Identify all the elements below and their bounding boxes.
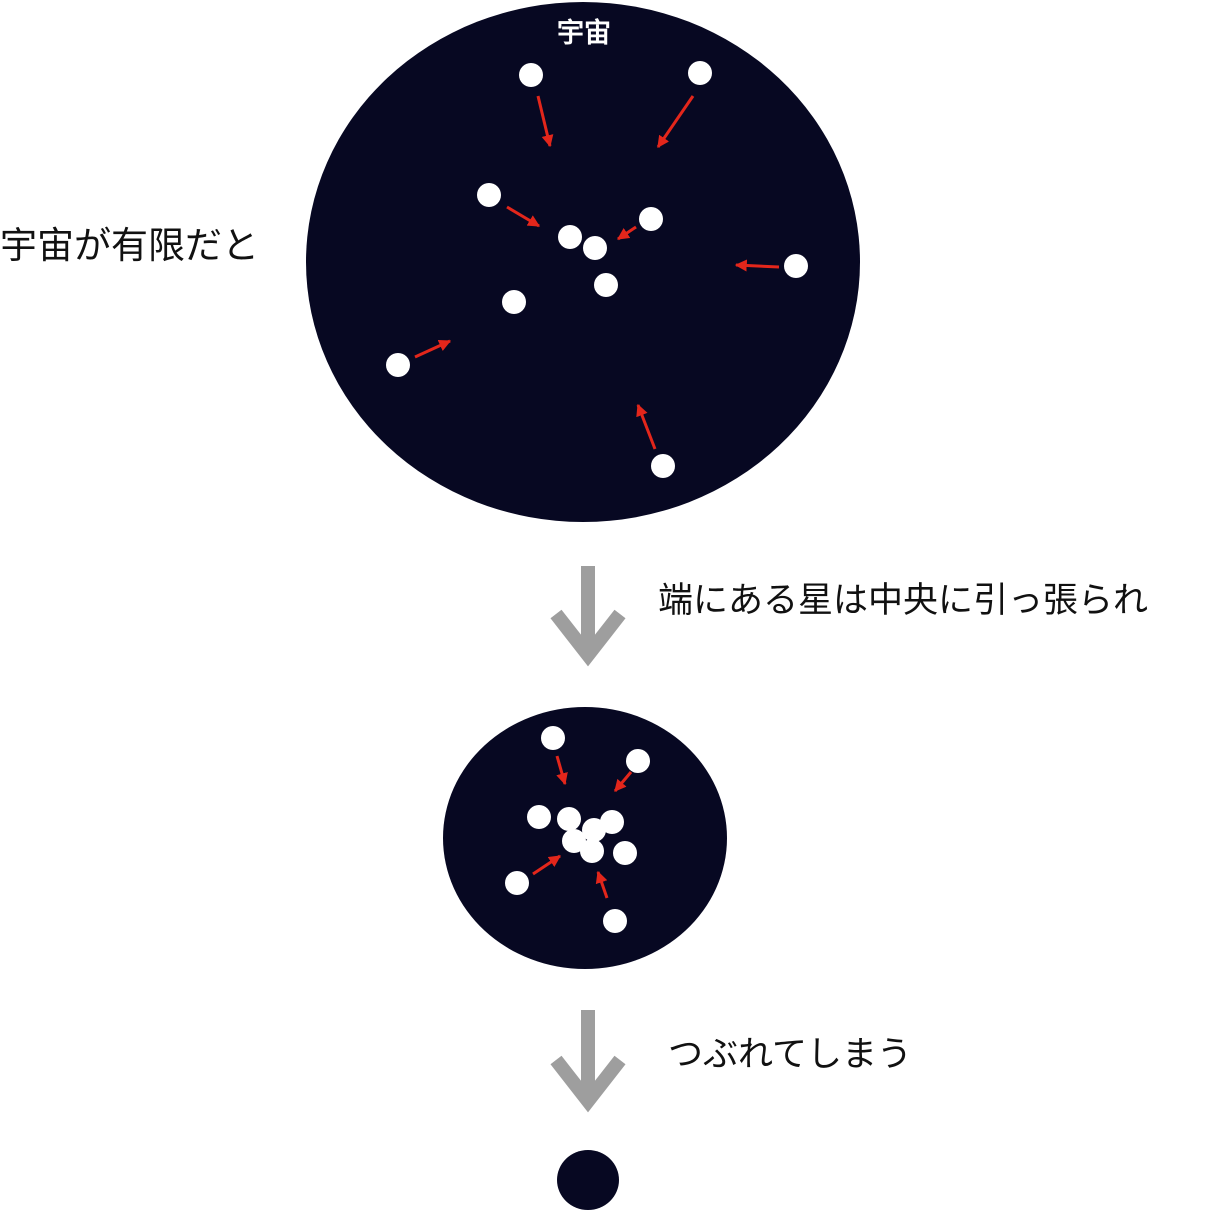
force-arrow [555, 755, 568, 786]
stars-large [386, 61, 808, 478]
force-arrow [532, 854, 561, 876]
force-arrow [506, 205, 541, 228]
star [477, 183, 501, 207]
force-arrow [595, 870, 609, 899]
star [651, 454, 675, 478]
star [600, 810, 624, 834]
star [784, 254, 808, 278]
force-arrow [656, 95, 695, 148]
force-arrow [414, 339, 452, 359]
down-arrow-1 [550, 566, 626, 667]
stars-medium [505, 726, 650, 933]
star [580, 839, 604, 863]
star [594, 273, 618, 297]
star [519, 63, 543, 87]
universe-medium [443, 707, 727, 969]
step2-label: つぶれてしまう [668, 1035, 912, 1075]
star [527, 805, 551, 829]
force-arrow [613, 771, 633, 792]
star [562, 829, 586, 853]
universe-collapsed [557, 1150, 619, 1210]
force-arrows-large [414, 95, 780, 450]
star [688, 61, 712, 85]
force-arrows-medium [532, 755, 633, 899]
step1-label: 端にある星は中央に引っ張られ [658, 581, 1148, 621]
premise-label: 宇宙が有限だと [0, 224, 259, 267]
star [557, 807, 581, 831]
universe-large-disc [306, 2, 860, 522]
universe-title: 宇宙 [557, 17, 611, 49]
star [502, 290, 526, 314]
force-arrow [636, 403, 657, 450]
star [582, 818, 606, 842]
star [626, 749, 650, 773]
star [613, 841, 637, 865]
down-arrow-2 [550, 1010, 626, 1113]
star [583, 236, 607, 260]
force-arrow [617, 225, 637, 241]
force-arrow [536, 95, 554, 148]
star [558, 225, 582, 249]
star [386, 353, 410, 377]
star [603, 909, 627, 933]
star [505, 871, 529, 895]
force-arrow [734, 259, 780, 272]
universe-large: 宇宙 [306, 2, 860, 522]
star [541, 726, 565, 750]
star [639, 207, 663, 231]
